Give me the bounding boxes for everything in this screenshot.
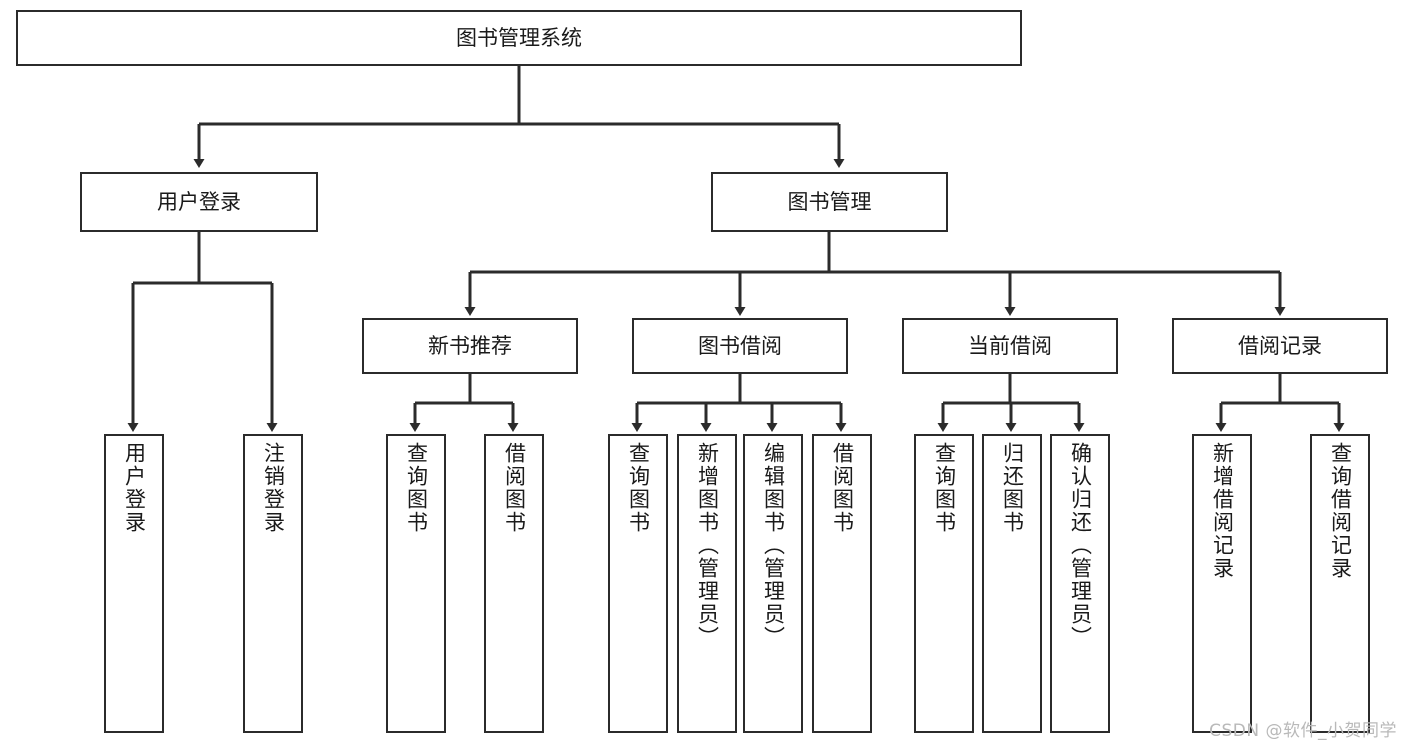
node-borrow-record[interactable]: 借阅记录	[1172, 318, 1388, 374]
node-leaf-query-book-1[interactable]: 查询图书	[386, 434, 446, 733]
node-book-management-label: 图书管理	[787, 189, 872, 214]
node-leaf-query-record-label: 查询借阅记录	[1328, 442, 1353, 580]
node-book-borrow[interactable]: 图书借阅	[632, 318, 848, 374]
node-leaf-return-book-label: 归还图书	[1000, 442, 1025, 534]
node-leaf-borrow-book-1[interactable]: 借阅图书	[484, 434, 544, 733]
node-book-borrow-label: 图书借阅	[698, 333, 782, 358]
node-leaf-return-book[interactable]: 归还图书	[982, 434, 1042, 733]
node-user-login-label: 用户登录	[157, 189, 241, 214]
node-leaf-query-book-2-label: 查询图书	[626, 442, 651, 534]
node-leaf-add-record[interactable]: 新增借阅记录	[1192, 434, 1252, 733]
node-leaf-user-login[interactable]: 用户登录	[104, 434, 164, 733]
node-leaf-add-book-label: 新增图书（管理员）	[695, 442, 720, 649]
node-user-login[interactable]: 用户登录	[80, 172, 318, 232]
node-leaf-add-record-label: 新增借阅记录	[1210, 442, 1235, 580]
node-leaf-confirm-return-label: 确认归还（管理员）	[1068, 442, 1093, 649]
node-leaf-borrow-book-1-label: 借阅图书	[502, 442, 527, 534]
node-new-book-recommend-label: 新书推荐	[428, 333, 512, 358]
node-current-borrow[interactable]: 当前借阅	[902, 318, 1118, 374]
node-leaf-borrow-book-2-label: 借阅图书	[830, 442, 855, 534]
node-root-label: 图书管理系统	[456, 25, 582, 50]
node-leaf-edit-book-label: 编辑图书（管理员）	[761, 442, 786, 649]
node-leaf-edit-book[interactable]: 编辑图书（管理员）	[743, 434, 803, 733]
node-leaf-query-book-3-label: 查询图书	[932, 442, 957, 534]
node-leaf-confirm-return[interactable]: 确认归还（管理员）	[1050, 434, 1110, 733]
node-leaf-query-book-3[interactable]: 查询图书	[914, 434, 974, 733]
node-borrow-record-label: 借阅记录	[1238, 333, 1322, 358]
node-root[interactable]: 图书管理系统	[16, 10, 1022, 66]
node-leaf-add-book[interactable]: 新增图书（管理员）	[677, 434, 737, 733]
node-book-management[interactable]: 图书管理	[711, 172, 948, 232]
node-current-borrow-label: 当前借阅	[968, 333, 1052, 358]
node-new-book-recommend[interactable]: 新书推荐	[362, 318, 578, 374]
node-leaf-logout-login[interactable]: 注销登录	[243, 434, 303, 733]
node-leaf-query-book-1-label: 查询图书	[404, 442, 429, 534]
node-leaf-user-login-label: 用户登录	[122, 442, 147, 534]
node-leaf-query-record[interactable]: 查询借阅记录	[1310, 434, 1370, 733]
node-leaf-logout-login-label: 注销登录	[261, 442, 286, 534]
node-leaf-query-book-2[interactable]: 查询图书	[608, 434, 668, 733]
node-leaf-borrow-book-2[interactable]: 借阅图书	[812, 434, 872, 733]
